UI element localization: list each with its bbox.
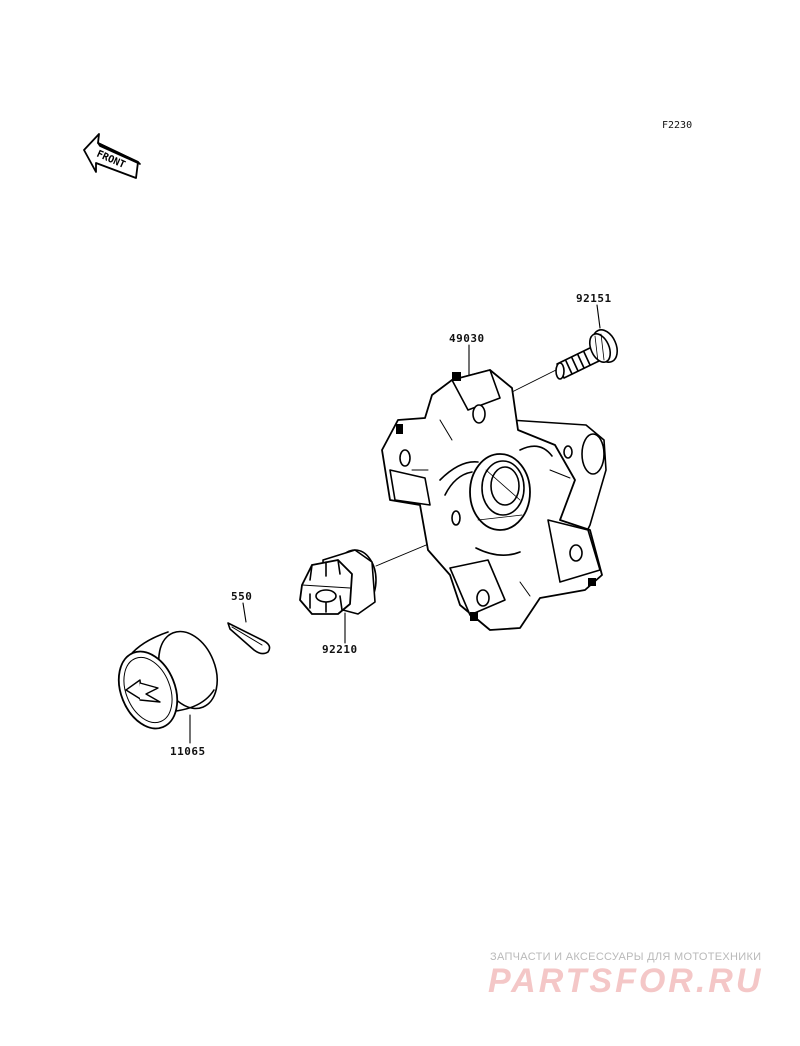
part-label-550[interactable]: 550	[231, 590, 253, 603]
wheel-cap-part	[117, 630, 218, 730]
wheel-stud-part	[555, 329, 618, 380]
diagram-code: F2230	[662, 120, 693, 131]
watermark-tagline: ЗАПЧАСТИ И АКСЕССУАРЫ ДЛЯ МОТОТЕХНИКИ	[490, 951, 762, 963]
front-arrow-icon: FRONT	[83, 133, 141, 179]
part-label-92210[interactable]: 92210	[322, 643, 358, 656]
watermark-logo: PARTSFOR.RU	[488, 962, 764, 1000]
part-label-11065[interactable]: 11065	[170, 745, 206, 758]
part-label-49030[interactable]: 49030	[449, 332, 485, 345]
kawasaki-logo-icon	[125, 679, 161, 703]
part-label-92151[interactable]: 92151	[576, 292, 612, 305]
wheel-hub-part	[381, 369, 607, 631]
castle-nut-part	[299, 549, 377, 615]
cotter-pin-part	[227, 622, 271, 655]
